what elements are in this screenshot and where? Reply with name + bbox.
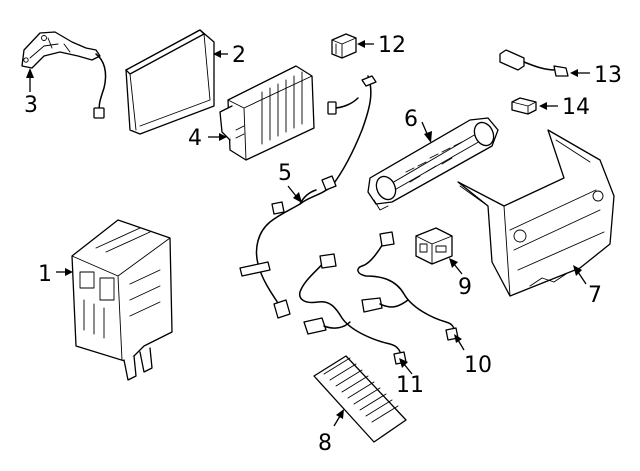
callout-1: 1 — [38, 262, 73, 287]
callout-9: 9 — [449, 258, 472, 300]
part-10-cable — [357, 231, 459, 341]
callout-14: 14 — [539, 95, 590, 120]
callout-label: 4 — [188, 126, 202, 151]
part-8-grille — [313, 355, 407, 443]
callout-label: 3 — [24, 93, 38, 118]
callout-8: 8 — [318, 409, 344, 456]
callout-label: 9 — [458, 275, 472, 300]
callout-label: 8 — [318, 431, 332, 456]
callout-label: 12 — [378, 33, 406, 58]
callout-13: 13 — [570, 63, 622, 88]
part-7-dash-bezel — [457, 129, 615, 297]
callout-7: 7 — [573, 265, 602, 308]
callout-2: 2 — [213, 43, 246, 68]
callout-3: 3 — [24, 68, 38, 118]
callout-10: 10 — [454, 334, 492, 378]
callout-12: 12 — [357, 33, 406, 58]
callout-label: 11 — [396, 373, 424, 398]
callout-label: 5 — [278, 161, 292, 186]
part-13-cable — [499, 49, 569, 77]
callout-label: 13 — [594, 63, 622, 88]
part-4-control-module — [219, 65, 315, 161]
part-9-module — [415, 227, 453, 265]
callout-11: 11 — [396, 358, 424, 398]
part-6-climate-control — [367, 117, 499, 211]
part-5-wiring-harness — [239, 75, 377, 319]
part-2-display-screen — [125, 29, 215, 135]
part-12-switch — [331, 33, 357, 59]
callout-label: 1 — [38, 262, 52, 287]
callout-label: 6 — [404, 107, 418, 132]
part-11-cable — [298, 253, 407, 365]
callout-label: 7 — [588, 283, 602, 308]
part-3-antenna-bracket — [21, 31, 107, 119]
callout-label: 2 — [232, 43, 246, 68]
callout-label: 10 — [464, 353, 492, 378]
part-1-junction-box — [71, 219, 173, 381]
callout-5: 5 — [278, 161, 302, 203]
part-14-clip — [511, 97, 537, 115]
callout-label: 14 — [562, 95, 590, 120]
callout-4: 4 — [188, 126, 227, 151]
callout-6: 6 — [404, 107, 432, 143]
